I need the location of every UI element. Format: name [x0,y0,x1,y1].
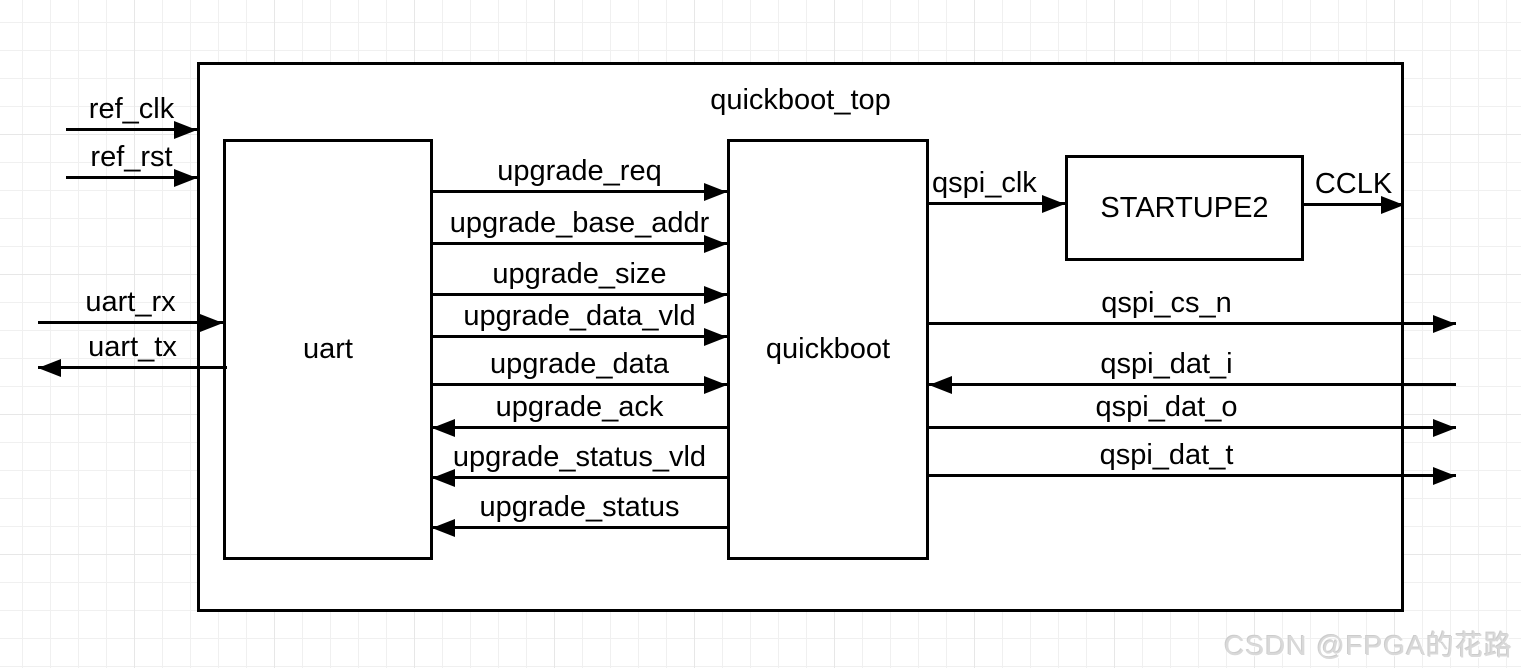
signal-label: qspi_dat_o [1095,391,1238,423]
uart-block: uart [223,139,433,560]
signal-line [929,383,1456,386]
signal-label: ref_rst [90,141,173,173]
arrowhead-right-icon [704,183,727,201]
signal-label: upgrade_status_vld [452,441,707,473]
signal-line [432,383,727,386]
signal-label: upgrade_data [490,348,669,380]
arrowhead-right-icon [704,376,727,394]
signal-line [929,474,1456,477]
signal-line [929,202,1065,205]
signal-line [929,322,1456,325]
quickboot-block: quickboot [727,139,929,560]
signal-line [66,176,197,179]
signal-line [432,242,727,245]
arrowhead-right-icon [174,169,197,187]
signal-label: qspi_dat_i [1100,348,1233,380]
signal-label: uart_tx [88,331,177,363]
signal-label: CCLK [1314,168,1393,200]
signal-label: upgrade_status [479,491,680,523]
arrowhead-right-icon [174,121,197,139]
arrowhead-right-icon [1381,196,1404,214]
signal-label: upgrade_ack [495,391,664,423]
arrowhead-right-icon [1433,419,1456,437]
arrowhead-left-icon [432,469,455,487]
quickboot-block-label: quickboot [765,333,891,365]
arrowhead-right-icon [1042,195,1065,213]
csdn-watermark: CSDN @FPGA的花路 [1224,630,1513,661]
arrowhead-right-icon [200,314,223,332]
signal-line [1303,203,1404,206]
arrowhead-left-icon [929,376,952,394]
signal-label: upgrade_data_vld [463,300,696,332]
arrowhead-right-icon [1433,467,1456,485]
signal-line [66,128,197,131]
signal-line [432,190,727,193]
signal-label: uart_rx [85,286,176,318]
signal-line [38,321,223,324]
signal-label: ref_clk [88,93,175,125]
signal-label: upgrade_req [497,155,662,187]
signal-line [432,526,727,529]
signal-line [38,366,227,369]
signal-line [432,426,727,429]
arrowhead-right-icon [704,235,727,253]
signal-line [432,476,727,479]
startupe2-block: STARTUPE2 [1065,155,1304,261]
arrowhead-right-icon [704,328,727,346]
signal-line [432,293,727,296]
arrowhead-right-icon [704,286,727,304]
signal-label: upgrade_size [492,258,667,290]
arrowhead-left-icon [432,519,455,537]
quickboot-top-title: quickboot_top [710,84,891,116]
startupe2-block-label: STARTUPE2 [1100,191,1269,224]
signal-line [432,335,727,338]
arrowhead-right-icon [1433,315,1456,333]
signal-line [929,426,1456,429]
arrowhead-left-icon [38,359,61,377]
signal-label: qspi_cs_n [1101,287,1232,319]
signal-label: qspi_clk [932,167,1037,199]
arrowhead-left-icon [432,419,455,437]
signal-label: upgrade_base_addr [449,207,710,239]
uart-block-label: uart [303,333,353,365]
signal-label: qspi_dat_t [1099,439,1234,471]
